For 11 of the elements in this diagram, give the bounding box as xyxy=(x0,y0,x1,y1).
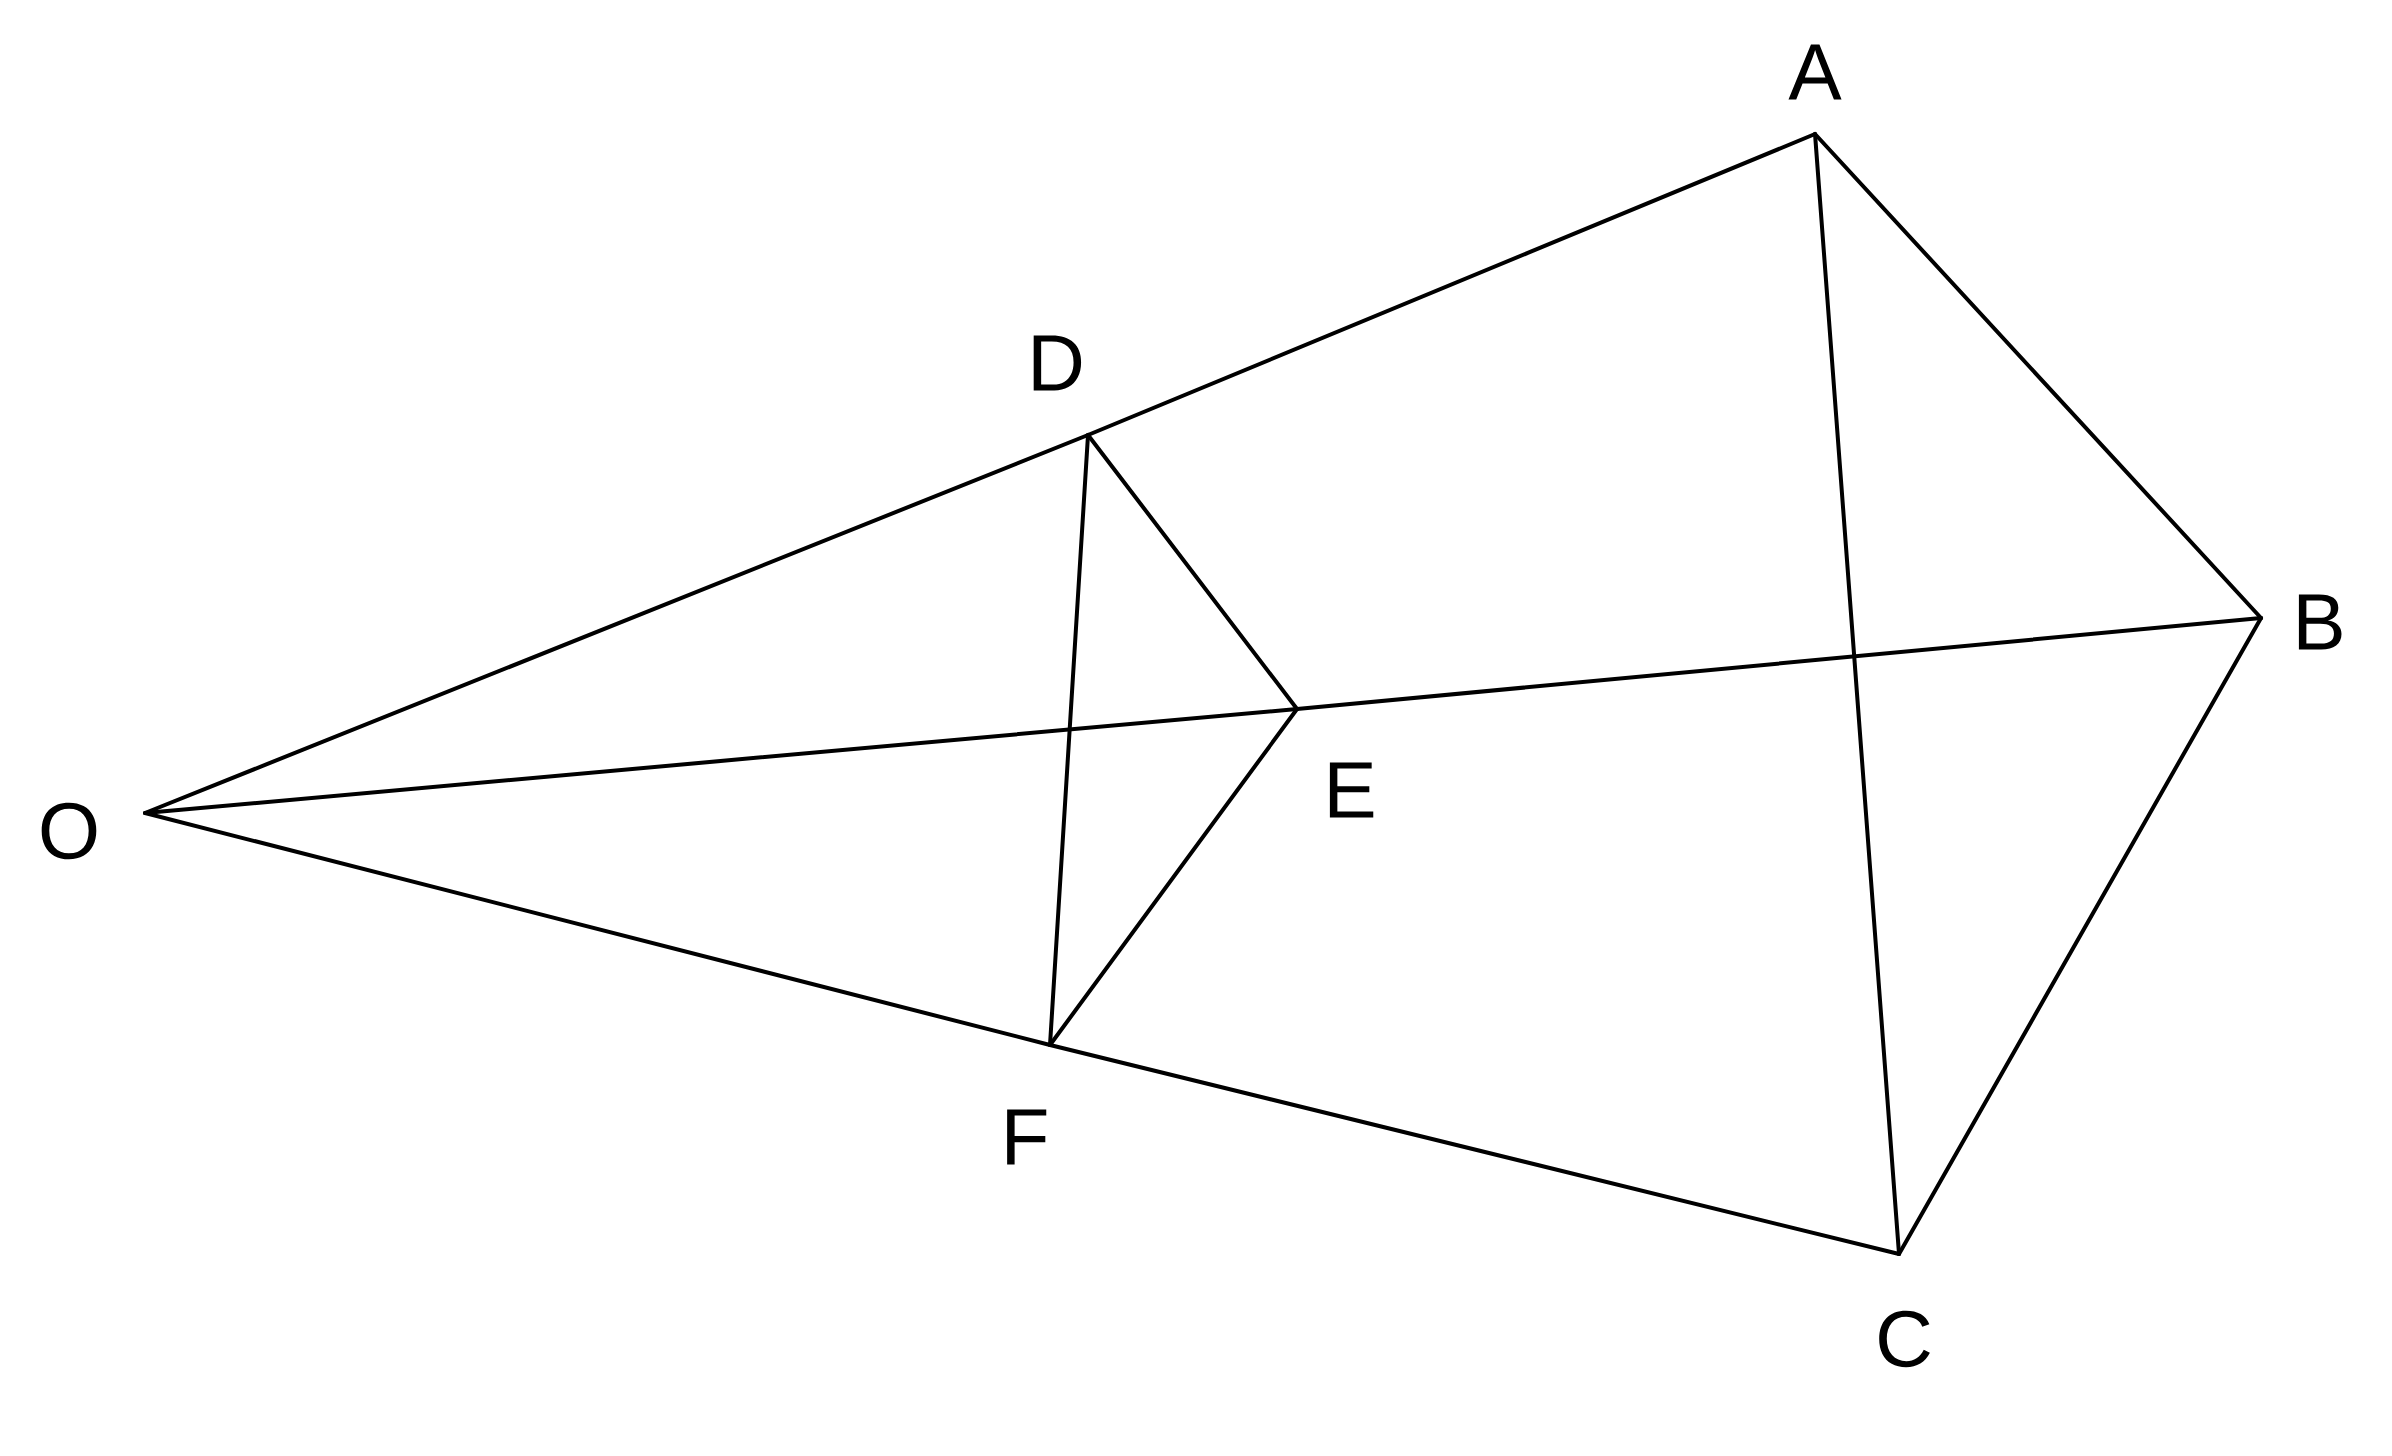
point-label: D xyxy=(1033,335,1082,391)
line-segment xyxy=(143,811,1052,1047)
point-label: O xyxy=(41,802,97,860)
point-label: B xyxy=(2298,594,2342,650)
line-segment xyxy=(1086,132,1817,437)
line-segment xyxy=(1813,132,1902,1256)
point-label: A xyxy=(1788,44,1842,100)
point-label: E xyxy=(1329,762,1374,818)
point-label: C xyxy=(1879,1310,1930,1368)
line-segment xyxy=(1048,433,1090,1047)
point-label: F xyxy=(1007,1109,1047,1165)
